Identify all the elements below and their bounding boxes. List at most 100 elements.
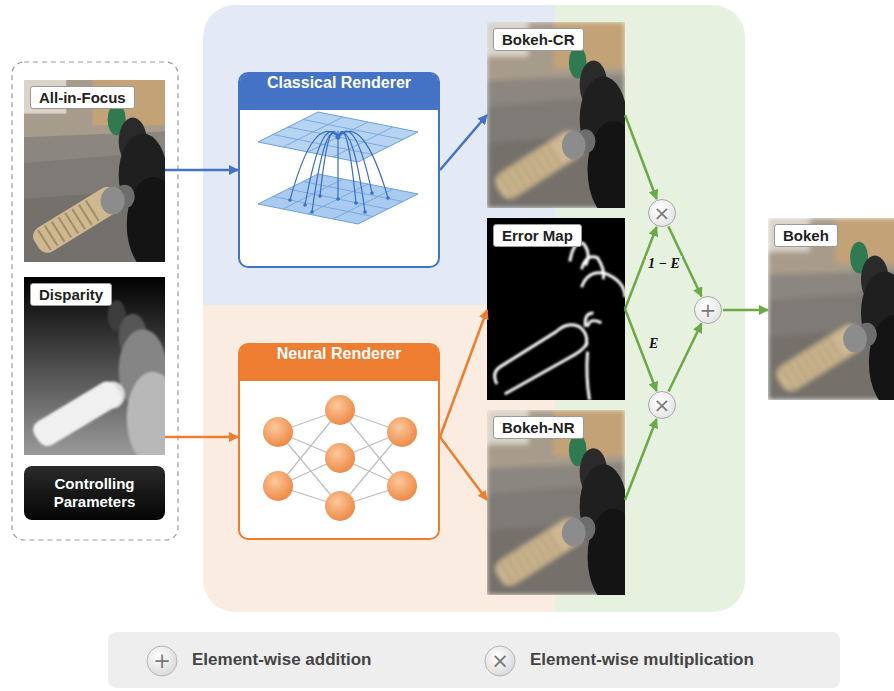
photo-bokeh-nr <box>562 434 639 605</box>
connector-arrow <box>625 419 657 500</box>
error-map-image <box>495 243 625 400</box>
image-panel: Error Map <box>487 218 625 400</box>
panel-tag: Bokeh-CR <box>493 28 584 51</box>
planes-illustration <box>354 201 358 205</box>
operator-symbol: + <box>700 300 717 320</box>
planes-illustration <box>273 197 373 217</box>
neural-network-illustration <box>325 491 355 521</box>
panel-tag: Disparity <box>30 283 112 306</box>
neural-network-illustration <box>263 395 417 521</box>
connector-arrow <box>723 309 768 312</box>
operator-circle: × <box>648 391 676 419</box>
planes-illustration <box>310 210 314 214</box>
planes-illustration <box>338 132 356 203</box>
parameter-box: Controlling Parameters <box>24 466 165 520</box>
error-map-image <box>505 343 588 394</box>
panel-tag: All-in-Focus <box>30 86 135 109</box>
photo-bokeh-nr <box>487 410 639 605</box>
connector-arrow <box>625 115 657 199</box>
legend-symbol-glyph: × <box>484 645 516 677</box>
neural-network-illustration <box>263 417 293 447</box>
planes-illustration <box>337 131 338 199</box>
legend-text: Element-wise multiplication <box>530 650 754 670</box>
planes-illustration <box>370 191 374 195</box>
planes-illustration <box>288 135 390 214</box>
neural-network-illustration <box>387 471 417 501</box>
disparity-map <box>29 378 125 450</box>
planes-illustration <box>303 203 307 207</box>
planes-illustration <box>338 131 388 198</box>
connector-arrow <box>165 436 238 439</box>
input-group-outline <box>12 62 178 540</box>
legend-text: Element-wise addition <box>192 650 371 670</box>
image-panel: Bokeh-CR <box>487 22 625 208</box>
renderer-title: Neural Renderer <box>240 345 438 381</box>
photo-bokeh <box>768 218 894 410</box>
connector-arrow <box>440 115 487 170</box>
neural-network-illustration <box>325 395 355 425</box>
operator-circle: × <box>648 199 676 227</box>
planes-illustration <box>320 131 338 196</box>
region-backgrounds <box>203 5 745 612</box>
error-map-image <box>487 218 625 400</box>
photo-bokeh <box>843 242 894 410</box>
image-panel: Bokeh-NR <box>487 410 625 595</box>
neural-network-illustration <box>263 471 293 501</box>
image-panel: All-in-Focus <box>24 80 165 262</box>
neural-network-illustration <box>263 395 417 521</box>
renderer-box: Neural Renderer <box>238 343 440 540</box>
planes-illustration <box>318 194 322 198</box>
planes-illustration <box>338 131 372 193</box>
neural-network-illustration <box>387 417 417 447</box>
renderer-title: Classical Renderer <box>240 74 438 110</box>
error-map-image <box>487 218 625 400</box>
planes-illustration <box>312 133 338 212</box>
error-map-image <box>588 321 602 327</box>
planes-illustration <box>338 133 365 212</box>
planes-illustration <box>336 197 340 201</box>
panel-tag: Bokeh-NR <box>493 416 584 439</box>
operator-symbol: × <box>654 203 671 223</box>
legend-symbol-glyph: + <box>146 645 178 677</box>
planes-illustration <box>288 198 292 202</box>
disparity-map <box>127 372 179 465</box>
neural-network-illustration <box>325 443 355 473</box>
renderer-fill <box>238 72 440 268</box>
edge-label: E <box>647 336 660 352</box>
photo-bokeh-cr <box>487 22 639 218</box>
edge-label: 1 − E <box>646 256 682 272</box>
planes-illustration <box>290 131 388 212</box>
connector-arrow <box>440 437 487 500</box>
renderer-box: Classical Renderer <box>238 72 440 268</box>
image-panel: Disparity <box>24 277 165 455</box>
photo-all-in-focus <box>24 80 179 272</box>
error-map-image <box>587 352 590 400</box>
legend-symbol <box>485 646 515 676</box>
disparity-map <box>29 300 179 464</box>
planes-illustration <box>386 196 390 200</box>
image-panel: Bokeh <box>768 218 894 400</box>
connector-arrow <box>165 169 238 172</box>
panel-tag: Bokeh <box>774 224 838 247</box>
photo-all-in-focus <box>101 104 180 272</box>
disparity-map <box>24 277 179 465</box>
renderer-fill <box>238 343 440 540</box>
connector-arrow <box>669 324 702 392</box>
planes-illustration <box>258 112 418 224</box>
planes-illustration <box>336 135 341 140</box>
error-map-image <box>582 257 604 280</box>
planes-illustration <box>303 182 403 202</box>
operator-circle: + <box>694 296 722 324</box>
legend-symbol <box>147 646 177 676</box>
disparity-map <box>29 378 125 450</box>
legend-bar <box>108 632 840 688</box>
error-map-image <box>582 273 625 297</box>
parameter-label: Controlling Parameters <box>30 475 159 511</box>
connector-arrow <box>440 310 487 437</box>
planes-illustration <box>363 210 367 214</box>
planes-illustration <box>305 132 338 205</box>
panel-tag: Error Map <box>493 224 582 247</box>
photo-bokeh-cr <box>562 46 639 218</box>
